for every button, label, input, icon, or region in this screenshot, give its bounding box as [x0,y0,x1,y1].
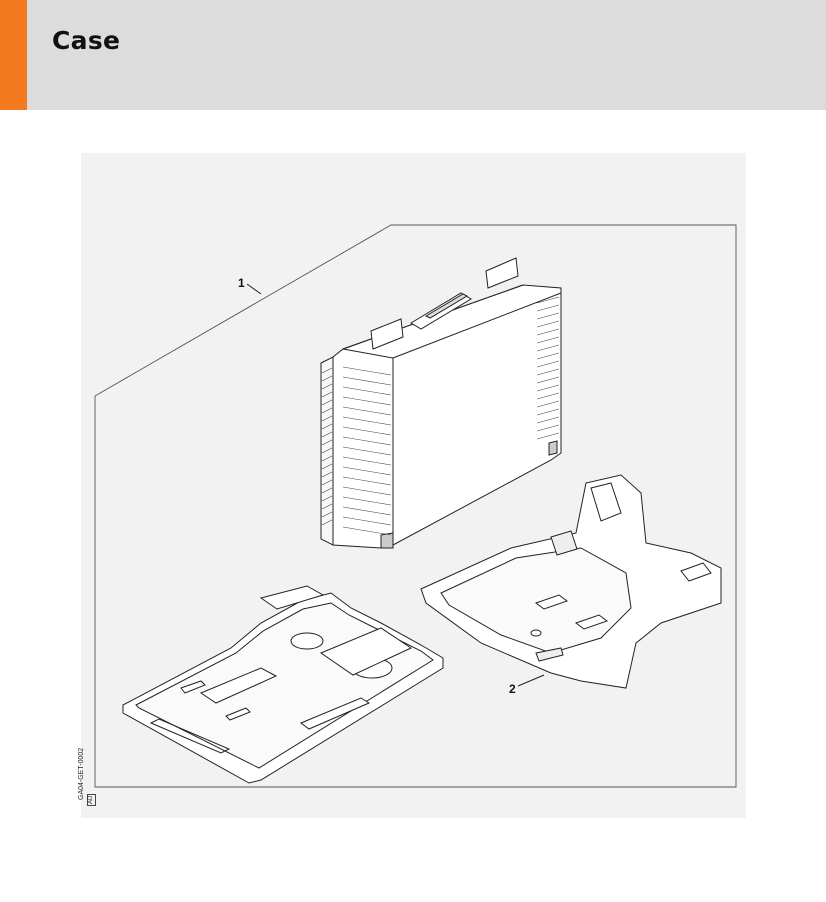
callout-1-label: 1 [238,276,245,290]
callout-1-leader [246,283,262,295]
orange-accent-bar [0,0,27,110]
callout-2-label: 2 [509,682,516,696]
drawing-code: GA04-GET-0002 [78,747,85,800]
exploded-view-drawing: 1 [94,224,737,788]
drawing-badge: AD [87,793,96,806]
case-right-ribs [536,296,560,440]
carrying-case [320,257,562,549]
base-insert-tray [420,474,722,689]
assembly-frame [94,224,737,788]
case-left-ribs [321,367,333,526]
page-title: Case [52,26,121,55]
case-front-ribs [342,366,392,536]
lid-insert-tray [122,585,444,784]
parts-figure: 1 [81,153,746,818]
callout-2-leader [517,674,545,687]
header-bar [0,0,826,110]
